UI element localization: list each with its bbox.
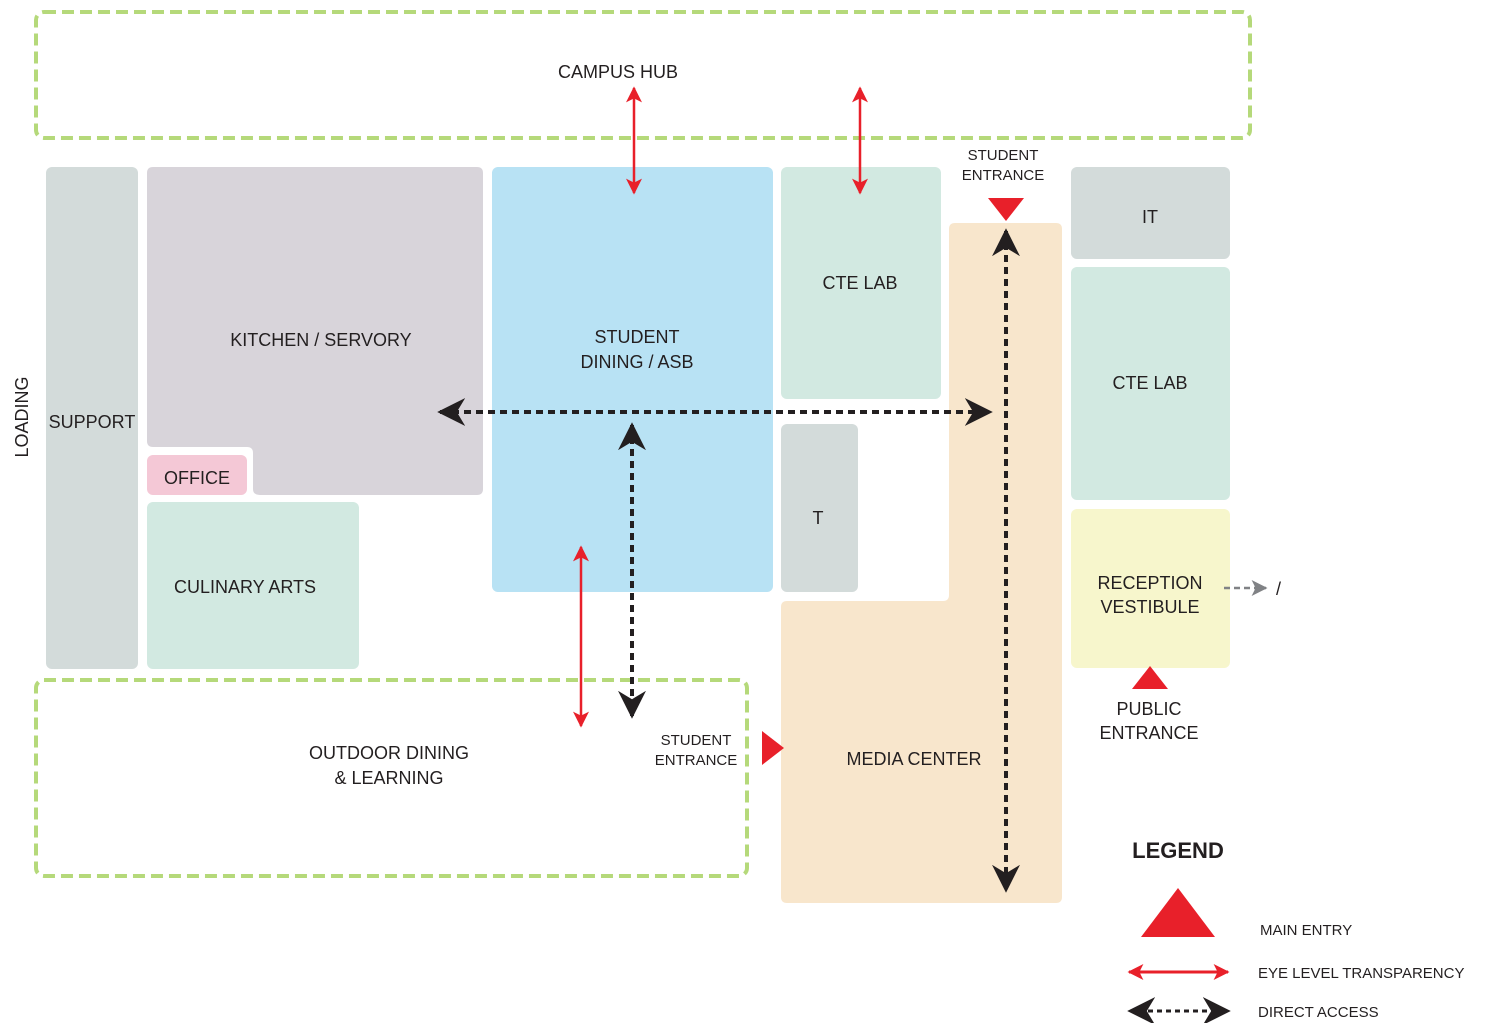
kitchen-room (147, 167, 483, 495)
student-dining-label-line2: DINING / ASB (580, 352, 693, 372)
support-label: SUPPORT (49, 412, 136, 432)
legend-main-entry-triangle-icon (1141, 888, 1215, 937)
legend-eye-level-label: EYE LEVEL TRANSPARENCY (1258, 965, 1464, 982)
student-dining-label-line1: STUDENT (595, 327, 680, 347)
outdoor-dining-zone (34, 678, 749, 878)
public-entrance-triangle-icon (1132, 666, 1168, 689)
public-entrance-line2: ENTRANCE (1099, 723, 1198, 743)
campus-hub-label: CAMPUS HUB (558, 62, 678, 82)
student-entrance-top-line2: ENTRANCE (962, 167, 1045, 184)
legend-direct-access-label: DIRECT ACCESS (1258, 1004, 1379, 1021)
student-entrance-top-triangle-icon (988, 198, 1024, 221)
culinary-arts-label: CULINARY ARTS (174, 577, 316, 597)
media-center-room (781, 223, 1062, 903)
media-center-label: MEDIA CENTER (846, 749, 981, 769)
public-entrance-line1: PUBLIC (1116, 699, 1181, 719)
office-label: OFFICE (164, 468, 230, 488)
support-room (46, 167, 138, 669)
campus-hub-zone (34, 10, 1252, 140)
student-entrance-side-line1: STUDENT (661, 732, 732, 749)
legend-main-entry-label: MAIN ENTRY (1260, 922, 1352, 939)
student-dining-room (492, 167, 773, 592)
teacher-room (781, 424, 858, 592)
student-entrance-side-triangle-icon (762, 731, 784, 765)
cte-lab-right-room (1071, 267, 1230, 500)
kitchen-label: KITCHEN / SERVORY (230, 330, 411, 350)
cropped-glyph: / (1276, 579, 1281, 599)
legend-title: LEGEND (1132, 838, 1224, 863)
teacher-label: T (813, 508, 824, 528)
reception-vestibule-room (1071, 509, 1230, 668)
cte-lab-top-room (781, 167, 941, 399)
outdoor-dining-label-line2: & LEARNING (334, 768, 443, 788)
loading-label: LOADING (12, 376, 32, 457)
outdoor-dining-label-line1: OUTDOOR DINING (309, 743, 469, 763)
it-room (1071, 167, 1230, 259)
reception-label-line2: VESTIBULE (1100, 597, 1199, 617)
reception-label-line1: RECEPTION (1097, 573, 1202, 593)
culinary-arts-room (147, 502, 359, 669)
student-entrance-top-line1: STUDENT (968, 147, 1039, 164)
office-room (147, 455, 247, 495)
it-label: IT (1142, 207, 1158, 227)
student-entrance-side-line2: ENTRANCE (655, 752, 738, 769)
cte-lab-top-label: CTE LAB (822, 273, 897, 293)
cte-lab-right-label: CTE LAB (1112, 373, 1187, 393)
